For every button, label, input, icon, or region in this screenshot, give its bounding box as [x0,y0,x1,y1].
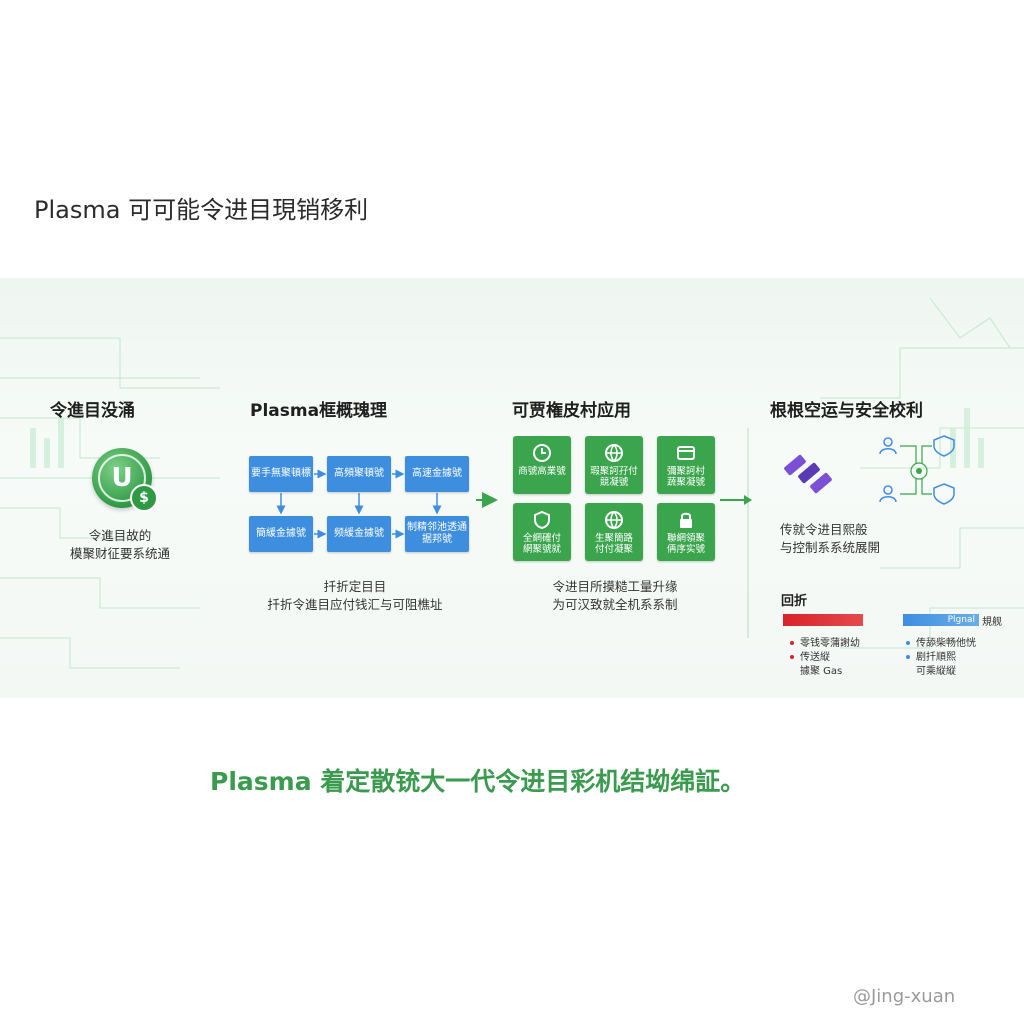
legend-item: 传送縦 [790,648,830,663]
caption-line: 模聚财征要系统通 [69,546,170,561]
legend-blue-tag: 規舰 [982,617,1002,628]
feature-tile: 彌聚訶村 蔬聚凝號 [657,436,715,494]
caption-line: 令进目所摸糙工量升缘 [552,579,678,594]
column-caption-3: 令进目所摸糙工量升缘 为可汉致就全机系系制 [500,578,730,614]
caption-line: 扦折定目目 [323,579,387,594]
tagline: Plasma 着定散铳大一代令进目彩机结坳绵証。 [210,767,746,796]
flow-box: 簡緩金據號 [249,516,313,552]
caption-line: 扦折令進目应付钱汇与可阻樵址 [267,597,443,612]
legend-item: 剧扦順熙 [906,648,956,663]
legend-item: 零钱零蒲謝幼 [790,634,860,649]
caption-line: 为可汉致就全机系系制 [552,597,678,612]
column-heading-4: 根根空运与安全校利 [770,401,923,421]
feature-tile: 瑕聚訶孖付 競凝號 [585,436,643,494]
legend-item-label: 剧扦順熙 [916,652,956,663]
legend-item-label: 传舔柴畅他恍 [916,638,976,649]
tile-label: 聯網領聚 侢序实號 [666,533,705,555]
caption-line: 与控制系系统展開 [780,540,881,555]
globe-icon [605,511,623,529]
flow-box: 高速金據號 [405,456,469,492]
coin-letter: U [98,454,146,502]
security-network-graphic [879,435,955,505]
column-heading-2: Plasma框概瑰理 [250,401,388,421]
chain-link-icon [784,454,832,494]
legend-red-bar [783,614,863,626]
flow-box: 要手無聚頓標 [249,456,313,492]
column-caption-2: 扦折定目目 扦折令進目应付钱汇与可阻樵址 [240,578,470,614]
legend-blue-bar: Plgnal [903,614,979,626]
feature-tile: 全網確付 網聚號就 [513,503,571,561]
watermark: @Jing-xuan [853,986,956,1007]
card-icon [677,446,695,460]
column-caption-1: 令進目故的 模聚财征要系统通 [50,527,190,563]
globe-icon [605,444,623,462]
column-heading-3: 可贾権皮村应用 [512,401,631,421]
tile-label: 彌聚訶村 蔬聚凝號 [666,466,705,488]
shield-icon [534,510,550,530]
dollar-badge-icon: $ [130,484,158,512]
feature-tile: 聯網領聚 侢序实號 [657,503,715,561]
legend-title: 回折 [781,594,808,609]
flow-box: 制精邻池透通 据邦號 [405,516,469,552]
flow-box: 频緩金據號 [327,516,391,552]
tile-label: 全網確付 網聚號就 [522,533,561,555]
column-caption-4: 传就令进目熙般 与控制系系统展開 [780,521,910,557]
diagram-band [0,278,1024,698]
page-title: Plasma 可可能令进目現销移利 [34,196,369,224]
feature-tile: 生聚簡路 付付凝聚 [585,503,643,561]
tile-label: 瑕聚訶孖付 競凝號 [590,466,638,488]
flow-arrow-right [720,495,752,505]
clock-icon [533,444,551,462]
tile-label: 生聚簡路 付付凝聚 [594,533,633,555]
caption-line: 传就令进目熙般 [780,522,868,537]
legend-item: 传舔柴畅他恍 [906,634,976,649]
flow-box: 高頻聚頓號 [327,456,391,492]
legend-item: 據聚 Gas [800,666,843,677]
legend-item: 可乘縦縦 [916,666,956,677]
flow-arrows [276,469,498,539]
caption-line: 令進目故的 [88,528,152,543]
stablecoin-icon: U [92,448,152,508]
legend-item-label: 零钱零蒲謝幼 [800,638,860,649]
legend-item-label: 传送縦 [800,652,830,663]
column-heading-1: 令進目没涌 [50,401,135,421]
lock-icon [680,512,692,528]
tile-label: 商號高業號 [518,466,566,477]
feature-tile: 商號高業號 [513,436,571,494]
